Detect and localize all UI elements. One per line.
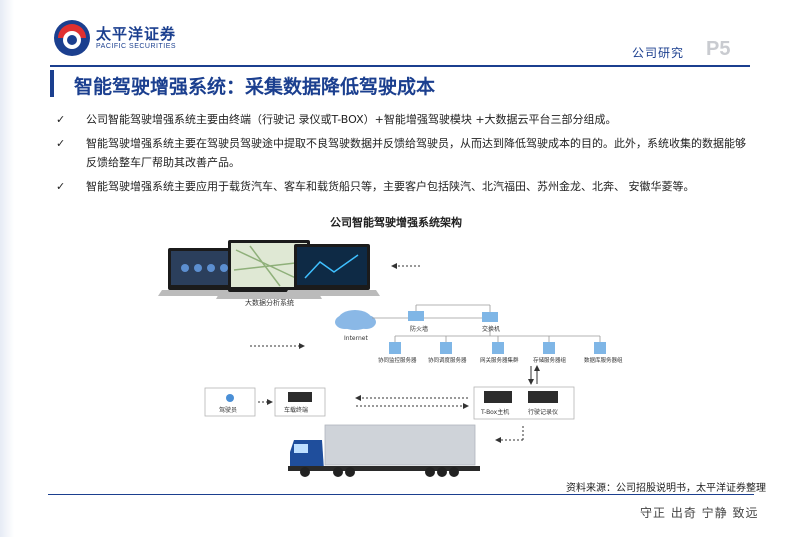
switch-icon	[482, 312, 498, 322]
server-label: 存储服务器组	[533, 356, 567, 364]
driver-label: 驾驶员	[219, 406, 237, 414]
switch-label: 交换机	[482, 325, 500, 333]
bullet-item: ✓ 公司智能驾驶增强系统主要由终端（行驶记 录仪或T-BOX）+智能增强驾驶模块…	[56, 110, 756, 129]
page-title: 智能驾驶增强系统：采集数据降低驾驶成本	[74, 76, 436, 98]
server-label: 数据库服务器组	[584, 356, 623, 364]
server-icon	[389, 342, 401, 354]
monitor-right-icon	[284, 244, 380, 296]
monitor-left-icon	[158, 248, 248, 296]
server-label: 网关服务器集群	[480, 356, 519, 364]
server-label: 协同调度服务器	[428, 356, 467, 364]
bullet-list: ✓ 公司智能驾驶增强系统主要由终端（行驶记 录仪或T-BOX）+智能增强驾驶模块…	[56, 110, 756, 201]
company-logo: 太平洋证券 PACIFIC SECURITIES	[52, 18, 192, 64]
tbox-label: T-Box主机	[480, 408, 509, 416]
company-name-cn: 太平洋证券	[96, 25, 177, 43]
bullet-text: 智能驾驶增强系统主要应用于载货汽车、客车和载货船只等，主要客户包括陕汽、北汽福田…	[86, 180, 695, 193]
figure-title: 公司智能驾驶增强系统架构	[330, 216, 462, 229]
server-label: 协同监控服务器	[378, 356, 417, 364]
driver-icon	[226, 394, 234, 402]
page-edge-shade	[0, 0, 14, 537]
bullet-text: 公司智能驾驶增强系统主要由终端（行驶记 录仪或T-BOX）+智能增强驾驶模块 +…	[86, 113, 617, 126]
bullet-text: 智能驾驶增强系统主要在驾驶员驾驶途中提取不良驾驶数据并反馈给驾驶员，从而达到降低…	[86, 137, 746, 169]
firewall-icon	[408, 311, 424, 321]
server-icon	[440, 342, 452, 354]
recorder-label: 行驶记录仪	[528, 408, 558, 416]
pacific-logo-icon	[54, 20, 90, 56]
bullet-item: ✓ 智能驾驶增强系统主要应用于载货汽车、客车和载货船只等，主要客户包括陕汽、北汽…	[56, 177, 756, 196]
footer-slogan: 守正 出奇 宁静 致远	[640, 506, 759, 520]
vehicle-terminal-label: 车载终端	[284, 406, 308, 414]
check-icon: ✓	[56, 137, 66, 150]
figure-source: 资料来源：公司招股说明书，太平洋证券整理	[566, 483, 766, 494]
bullet-item: ✓ 智能驾驶增强系统主要在驾驶员驾驶途中提取不良驾驶数据并反馈给驾驶员，从而达到…	[56, 134, 756, 172]
vehicle-terminal-icon	[288, 392, 312, 402]
check-icon: ✓	[56, 113, 66, 126]
internet-cloud-icon	[335, 310, 376, 330]
server-icon	[543, 342, 555, 354]
server-group	[389, 342, 606, 354]
internet-label: Internet	[344, 335, 368, 342]
footer-divider	[48, 494, 754, 495]
truck-icon	[288, 424, 480, 477]
tbox-icon	[484, 391, 512, 403]
section-label: 公司研究	[632, 46, 685, 60]
network-links	[372, 304, 601, 342]
check-icon: ✓	[56, 180, 66, 193]
page-number: P5	[706, 38, 731, 60]
company-name-en: PACIFIC SECURITIES	[96, 43, 177, 50]
header-divider	[50, 65, 750, 67]
bigdata-label: 大数据分析系统	[245, 298, 294, 307]
server-icon	[492, 342, 504, 354]
recorder-icon	[528, 391, 558, 403]
title-accent-bar	[50, 70, 54, 97]
firewall-label: 防火墙	[410, 325, 428, 333]
server-icon	[594, 342, 606, 354]
